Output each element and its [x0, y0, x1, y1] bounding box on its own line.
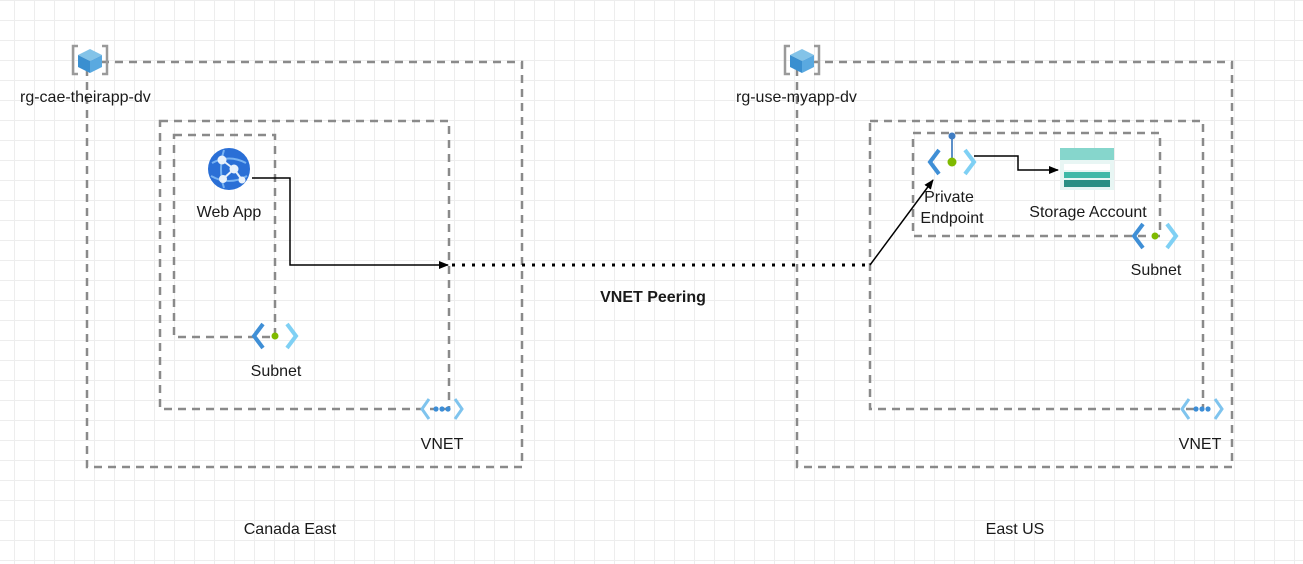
region-label-left: Canada East [243, 521, 337, 538]
storage-account-icon[interactable] [1060, 148, 1114, 190]
private-endpoint-label-line1: Private [924, 189, 974, 206]
subnet-icon [251, 322, 299, 350]
resource-group-label-left: rg-cae-theirapp-dv [20, 89, 151, 106]
subnet-label-right: Subnet [1130, 262, 1182, 279]
vnet-peering-label: VNET Peering [600, 289, 706, 306]
connector-peering-to-endpoint[interactable] [869, 179, 934, 266]
resource-group-icon [783, 44, 821, 76]
web-app-icon[interactable] [208, 148, 250, 190]
subnet-box-right[interactable] [911, 131, 1162, 238]
vnet-icon [420, 398, 464, 420]
region-label-right: East US [985, 521, 1045, 538]
storage-account-label: Storage Account [1029, 204, 1147, 221]
connector-webapp-to-vnet[interactable] [252, 177, 449, 269]
private-endpoint-label-line2: Endpoint [920, 210, 984, 227]
resource-group-label-right: rg-use-myapp-dv [736, 89, 857, 106]
vnet-icon [1180, 398, 1224, 420]
private-endpoint-icon[interactable] [927, 132, 977, 176]
resource-group-icon [71, 44, 109, 76]
connector-endpoint-to-storage[interactable] [974, 155, 1059, 174]
web-app-label: Web App [196, 204, 262, 221]
subnet-label-left: Subnet [250, 363, 302, 380]
vnet-label-right: VNET [1178, 436, 1222, 453]
vnet-box-left[interactable] [158, 119, 451, 411]
subnet-icon [1131, 222, 1179, 250]
subnet-box-left[interactable] [172, 133, 277, 339]
resource-group-box-right[interactable] [795, 60, 1234, 469]
vnet-label-left: VNET [420, 436, 464, 453]
